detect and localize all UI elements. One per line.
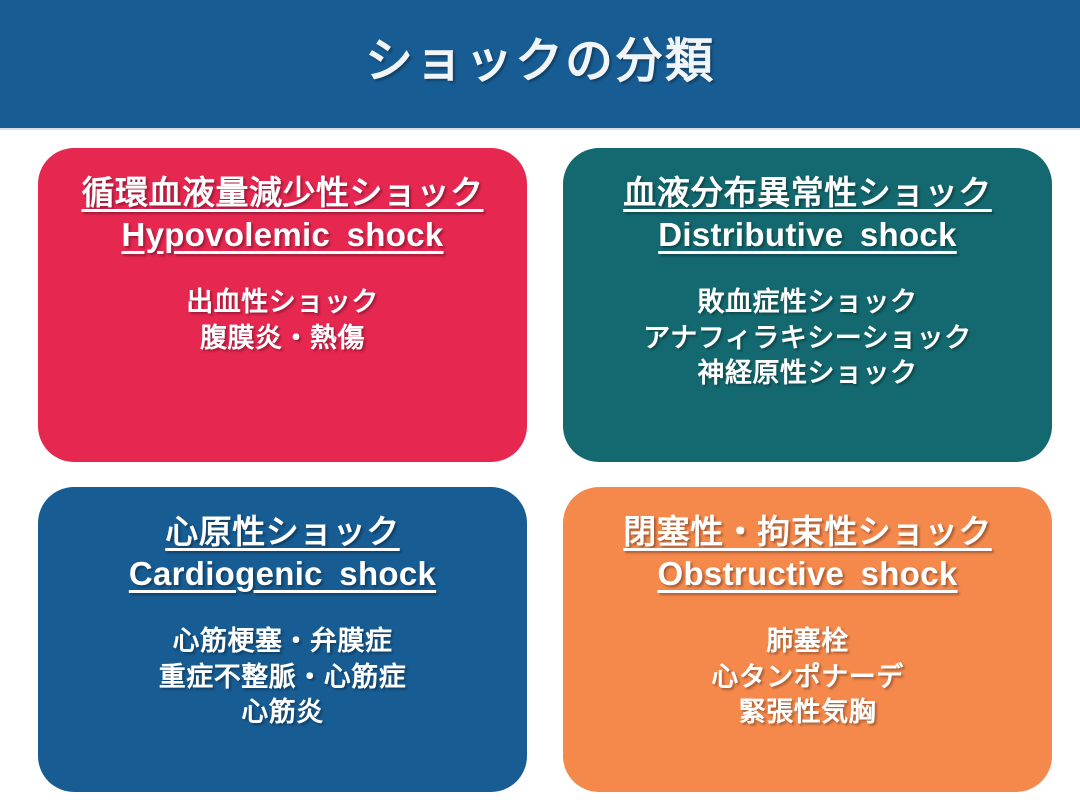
card-distributive-en-title: Distributive shock xyxy=(658,215,957,253)
list-item: 緊張性気胸 xyxy=(738,697,877,728)
card-hypovolemic-jp-title: 循環血液量減少性ショック xyxy=(81,174,484,211)
card-hypovolemic-item-list: 出血性ショック 腹膜炎・熱傷 xyxy=(186,285,379,356)
list-item: アナフィラキシーショック xyxy=(643,322,972,353)
card-distributive: 血液分布異常性ショック Distributive shock 敗血症性ショック … xyxy=(563,148,1052,462)
header-divider xyxy=(0,128,1080,130)
shock-category-grid: 循環血液量減少性ショック Hypovolemic shock 出血性ショック 腹… xyxy=(38,148,1052,792)
list-item: 心筋梗塞・弁膜症 xyxy=(172,625,393,656)
list-item: 神経原性ショック xyxy=(697,358,918,389)
card-obstructive-jp-title: 閉塞性・拘束性ショック xyxy=(623,513,992,550)
card-hypovolemic-en-title: Hypovolemic shock xyxy=(121,215,444,253)
list-item: 出血性ショック xyxy=(186,286,379,317)
page-title: ショックの分類 xyxy=(364,35,715,88)
list-item: 心タンポナーデ xyxy=(711,661,904,692)
card-distributive-item-list: 敗血症性ショック アナフィラキシーショック 神経原性ショック xyxy=(643,285,971,392)
card-obstructive: 閉塞性・拘束性ショック Obstructive shock 肺塞栓 心タンポナー… xyxy=(563,487,1052,792)
card-cardiogenic-en-title: Cardiogenic shock xyxy=(128,554,437,592)
card-cardiogenic-jp-title: 心原性ショック xyxy=(165,513,400,550)
card-hypovolemic: 循環血液量減少性ショック Hypovolemic shock 出血性ショック 腹… xyxy=(38,148,527,462)
list-item: 重症不整脈・心筋症 xyxy=(158,661,407,692)
card-obstructive-en-title: Obstructive shock xyxy=(657,554,958,592)
card-distributive-jp-title: 血液分布異常性ショック xyxy=(623,174,992,211)
list-item: 心筋炎 xyxy=(241,697,324,728)
list-item: 腹膜炎・熱傷 xyxy=(200,322,365,353)
header-band: ショックの分類 xyxy=(0,0,1080,128)
card-obstructive-item-list: 肺塞栓 心タンポナーデ 緊張性気胸 xyxy=(711,624,904,731)
list-item: 敗血症性ショック xyxy=(697,286,918,317)
list-item: 肺塞栓 xyxy=(766,625,849,656)
card-cardiogenic-item-list: 心筋梗塞・弁膜症 重症不整脈・心筋症 心筋炎 xyxy=(159,624,407,731)
card-cardiogenic: 心原性ショック Cardiogenic shock 心筋梗塞・弁膜症 重症不整脈… xyxy=(38,487,527,792)
